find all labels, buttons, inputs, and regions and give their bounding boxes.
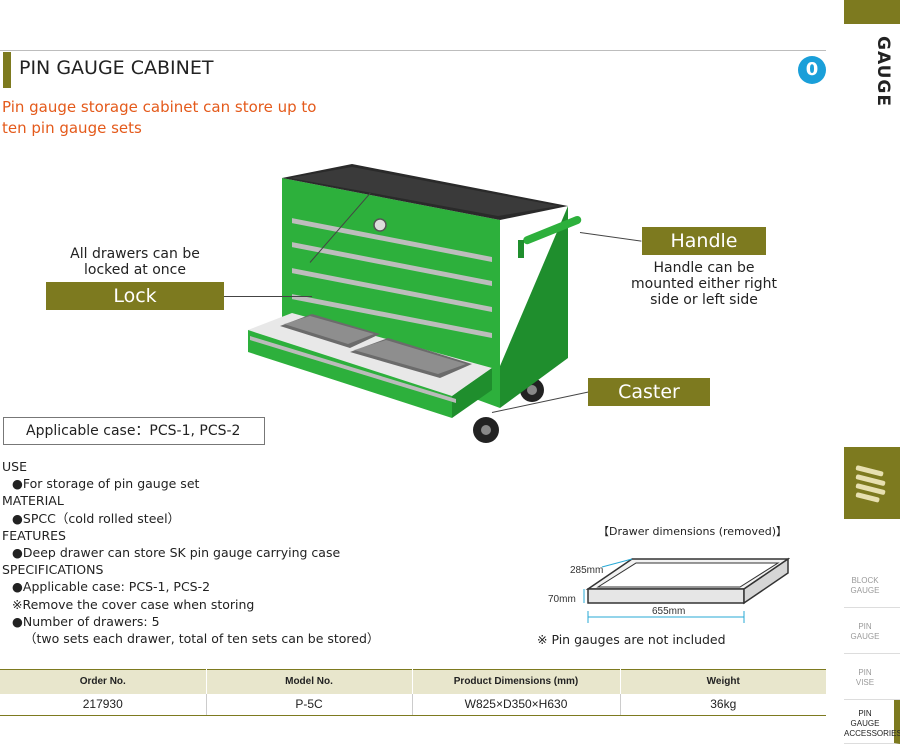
- subtitle-line: ten pin gauge sets: [2, 119, 142, 137]
- nav-label: GAUGE: [850, 586, 880, 595]
- side-nav-pin-gauge[interactable]: PIN GAUGE: [844, 608, 900, 654]
- col-model-no: Model No.: [206, 669, 413, 694]
- table-header-row: Order No. Model No. Product Dimensions (…: [0, 669, 826, 694]
- handle-label: Handle: [642, 227, 766, 255]
- side-nav-block-gauge[interactable]: BLOCK GAUGE: [844, 562, 900, 608]
- side-nav-pin-vise[interactable]: PIN VISE: [844, 654, 900, 700]
- spec-heading: SPECIFICATIONS: [2, 562, 104, 578]
- cabinet-illustration: [248, 164, 582, 443]
- drawer-dimensions-diagram: 285mm 70mm 655mm: [548, 557, 790, 623]
- title-accent-bar: [3, 52, 11, 88]
- pin-gauges-icon: [854, 465, 888, 505]
- page-subtitle: Pin gauge storage cabinet can store up t…: [2, 97, 342, 139]
- lock-leader: [224, 296, 312, 297]
- drawer-dimensions-title: 【Drawer dimensions (removed)】: [598, 525, 788, 538]
- cabinet-side: [500, 206, 568, 408]
- cell-weight: 36kg: [620, 693, 826, 716]
- subtitle-line: Pin gauge storage cabinet can store up t…: [2, 98, 317, 116]
- side-nav-pin-gauge-accessories[interactable]: PIN GAUGE ACCESSORIES: [844, 700, 900, 744]
- spec-note: ※Remove the cover case when storing: [12, 596, 255, 612]
- lock-note: All drawers can be locked at once: [50, 246, 220, 278]
- caster-label: Caster: [588, 378, 710, 406]
- caster-wheel: [481, 425, 491, 435]
- dimension-height: 70mm: [548, 594, 576, 605]
- side-nav: BLOCK GAUGE PIN GAUGE PIN VISE PIN GAUGE…: [844, 562, 900, 744]
- nav-label: ACCESSORIES: [844, 729, 900, 738]
- drawer-rails: [292, 218, 492, 338]
- col-dimensions: Product Dimensions (mm): [412, 669, 621, 694]
- spec-item: ●Applicable case: PCS-1, PCS-2: [12, 579, 211, 595]
- spec-list: USE ●For storage of pin gauge set MATERI…: [2, 458, 422, 647]
- nav-label: GAUGE: [850, 632, 880, 641]
- spec-item: ●SPCC（cold rolled steel）: [12, 510, 181, 526]
- nav-label: PIN: [858, 668, 872, 677]
- pin-gauge-tab[interactable]: [844, 447, 900, 519]
- col-weight: Weight: [620, 669, 826, 694]
- dimension-width: 655mm: [652, 606, 685, 617]
- note-line: mounted either right: [631, 276, 777, 292]
- col-order-no: Order No.: [0, 669, 207, 694]
- spec-heading: USE: [2, 459, 27, 474]
- handle-bar: [523, 215, 582, 245]
- note-line: All drawers can be: [70, 246, 200, 262]
- spec-heading: FEATURES: [2, 527, 66, 543]
- cell-dimensions: W825×D350×H630: [412, 693, 621, 716]
- spec-item: ●Number of drawers: 5: [12, 613, 160, 629]
- page-title: PIN GAUGE CABINET: [19, 57, 214, 79]
- category-badge: 0: [798, 56, 826, 84]
- nav-label: PIN: [858, 622, 872, 631]
- note-line: Handle can be: [653, 260, 755, 276]
- drawer-note: ※ Pin gauges are not included: [537, 632, 726, 647]
- handle-note: Handle can be mounted either right side …: [612, 260, 796, 308]
- side-category-title: GAUGE: [873, 36, 893, 107]
- header-rule: [0, 50, 826, 51]
- spec-item: ●Deep drawer can store SK pin gauge carr…: [12, 545, 341, 561]
- product-table: Order No. Model No. Product Dimensions (…: [0, 669, 826, 716]
- nav-label: PIN: [858, 709, 872, 718]
- table-row: 217930 P-5C W825×D350×H630 36kg: [0, 693, 826, 716]
- caster-wheel: [527, 385, 537, 395]
- lock-label: Lock: [46, 282, 224, 310]
- nav-label: GAUGE: [850, 719, 880, 728]
- note-line: locked at once: [84, 262, 186, 278]
- note-line: side or left side: [650, 292, 758, 308]
- spec-item: （two sets each drawer, total of ten sets…: [24, 631, 380, 647]
- cell-order-no: 217930: [0, 693, 207, 716]
- nav-label: BLOCK: [851, 576, 879, 585]
- cabinet-front: [282, 178, 500, 408]
- cell-model-no: P-5C: [206, 693, 413, 716]
- side-tab-top: [844, 0, 900, 24]
- dimension-depth: 285mm: [570, 565, 603, 576]
- nav-label: VISE: [855, 678, 875, 687]
- spec-heading: MATERIAL: [2, 493, 64, 509]
- applicable-case-box: Applicable case：PCS-1, PCS-2: [3, 417, 265, 445]
- spec-item: ●For storage of pin gauge set: [12, 476, 200, 492]
- lock-icon: [373, 218, 387, 232]
